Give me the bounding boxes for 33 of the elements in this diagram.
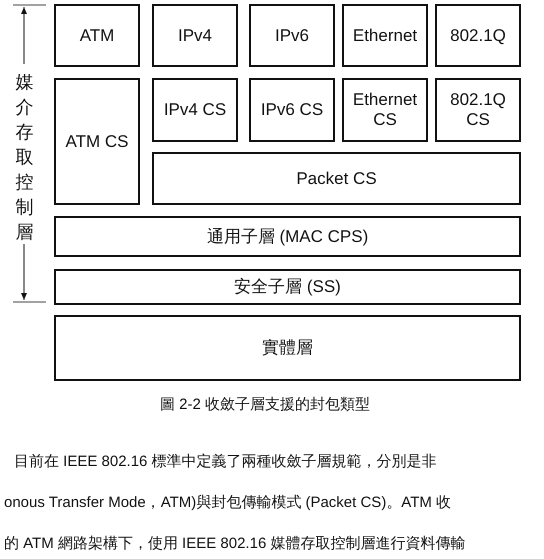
layer-box	[152, 152, 521, 205]
layer-box	[435, 4, 521, 67]
layer-label: Packet CS	[296, 168, 377, 188]
layer-label: IPv4 CS	[164, 100, 226, 120]
layer-box	[249, 78, 335, 142]
layer-label: ATM CS	[66, 132, 128, 152]
layer-box	[54, 315, 521, 381]
layer-label: Ethernet	[352, 26, 418, 46]
layer-box	[342, 4, 428, 67]
figure-caption: 圖 2-2 收斂子層支援的封包類型	[160, 395, 370, 414]
layer-box	[152, 4, 238, 67]
layer-label: 802.1Q CS	[449, 90, 507, 130]
side-label: 媒介存取控制層	[15, 71, 34, 244]
layer-label: IPv4	[178, 26, 212, 46]
layer-label: 安全子層 (SS)	[234, 277, 341, 297]
layer-box	[152, 78, 238, 142]
layer-box	[342, 78, 428, 142]
layer-label: 802.1Q	[450, 26, 506, 46]
layer-label: IPv6	[274, 26, 310, 46]
layer-label: Ethernet CS	[352, 90, 418, 130]
layer-label: IPv6 CS	[260, 100, 324, 120]
layer-box	[54, 216, 521, 257]
body-text: onous Transfer Mode，ATM)與封包傳輸模式 (Packet CS)。ATM 收	[4, 493, 452, 512]
layer-box	[435, 78, 521, 142]
layer-box	[54, 269, 521, 305]
body-text: 目前在 IEEE 802.16 標準中定義了兩種收斂子層規範，分別是非	[14, 452, 437, 471]
layer-label: 實體層	[262, 338, 313, 358]
layer-box	[249, 4, 335, 67]
layer-label: 通用子層 (MAC CPS)	[206, 226, 368, 246]
layer-box	[54, 4, 140, 67]
body-text: 的 ATM 網路架構下，使用 IEEE 802.16 媒體存取控制層進行資料傳輸	[4, 534, 466, 553]
layer-label: ATM	[80, 26, 114, 46]
layer-box	[54, 78, 140, 205]
